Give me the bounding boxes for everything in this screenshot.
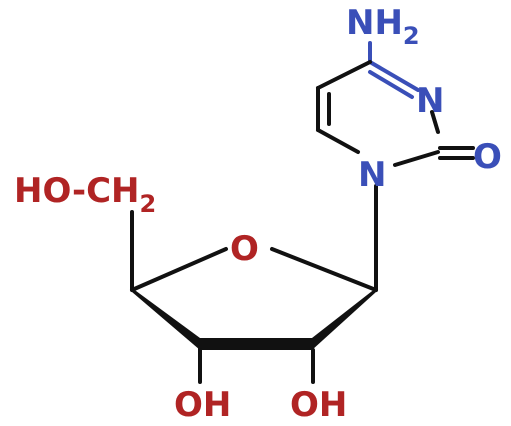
ribose-ring-bonds xyxy=(130,210,378,384)
bond-n1-c6 xyxy=(316,128,360,154)
hydroxyl-right-label: OH xyxy=(290,385,347,425)
wedge-c1-c2 xyxy=(312,288,376,350)
ring-o-label: O xyxy=(230,229,259,269)
bond-c5-c4 xyxy=(316,60,372,90)
hydroxyl-left-label: OH xyxy=(174,385,231,425)
bond-c2-n1 xyxy=(393,150,440,167)
bond-c4-n3 xyxy=(368,60,420,92)
hydroxymethyl-label: HO-CH2 xyxy=(14,171,156,218)
bond-c3-c2-bold xyxy=(198,338,314,350)
amine-label: NH2 xyxy=(346,3,420,50)
bond-c4-o4 xyxy=(130,247,228,292)
wedge-c4-c3 xyxy=(132,288,200,350)
bond-o4-c1 xyxy=(270,247,378,292)
bond-c4-n3-double xyxy=(368,70,414,99)
bond-n3-c2 xyxy=(430,110,440,134)
ring-n1-label: N xyxy=(358,155,386,195)
cytosine-ring-bonds xyxy=(316,41,475,292)
carbonyl-o-label: O xyxy=(473,137,502,177)
ring-n3-label: N xyxy=(416,81,444,121)
